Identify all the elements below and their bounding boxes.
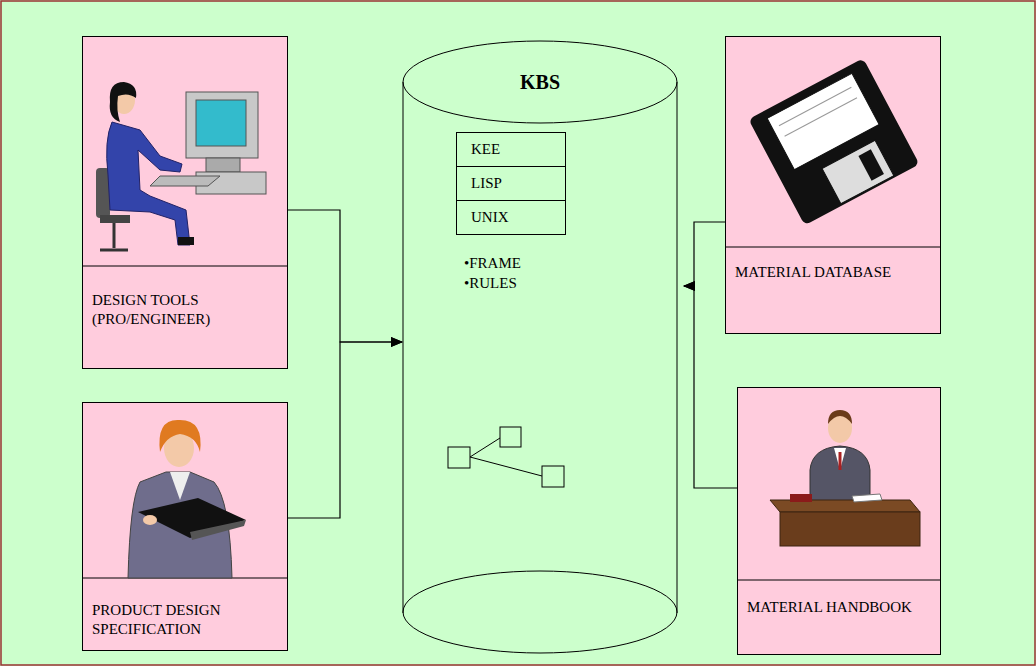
box-fills [82, 36, 941, 655]
box-label: •RULES [464, 274, 517, 293]
box-label: PRODUCT DESIGN SPECIFICATION [92, 601, 282, 639]
system-title: KBS [402, 70, 678, 95]
box-label: MATERIAL DATABASE [735, 263, 891, 282]
input-connector [684, 222, 725, 286]
computer-user-picture [96, 82, 266, 250]
lisp-box: LISP [456, 166, 566, 201]
kee-box: KEE [456, 132, 566, 167]
box-label: MATERIAL HANDBOOK [747, 598, 912, 617]
material-handbook-box: MATERIAL HANDBOOK [737, 387, 941, 655]
box-label: LISP [471, 174, 502, 193]
handbook-reader-picture [770, 410, 920, 546]
unix-box: UNIX [456, 200, 566, 235]
input-connector [288, 342, 402, 518]
product-spec-box: PRODUCT DESIGN SPECIFICATION [82, 402, 288, 651]
kbs-cylinder: KBS •FRAME•RULES KEE LISP UNIX [402, 40, 684, 655]
box-label: •FRAME [464, 254, 521, 273]
frame-tree-symbol [448, 427, 564, 487]
box-label: KEE [471, 140, 500, 159]
design-tools-box: DESIGN TOOLS (PRO/ENGINEER) [82, 36, 288, 369]
specification-holder-picture [128, 420, 246, 578]
input-connector [288, 210, 402, 342]
material-database-box: MATERIAL DATABASE [725, 36, 941, 334]
dividers [82, 247, 941, 580]
box-label: DESIGN TOOLS (PRO/ENGINEER) [92, 291, 282, 329]
input-connector [684, 286, 737, 488]
floppy-disk-picture [748, 58, 919, 225]
box-label: UNIX [471, 208, 509, 227]
